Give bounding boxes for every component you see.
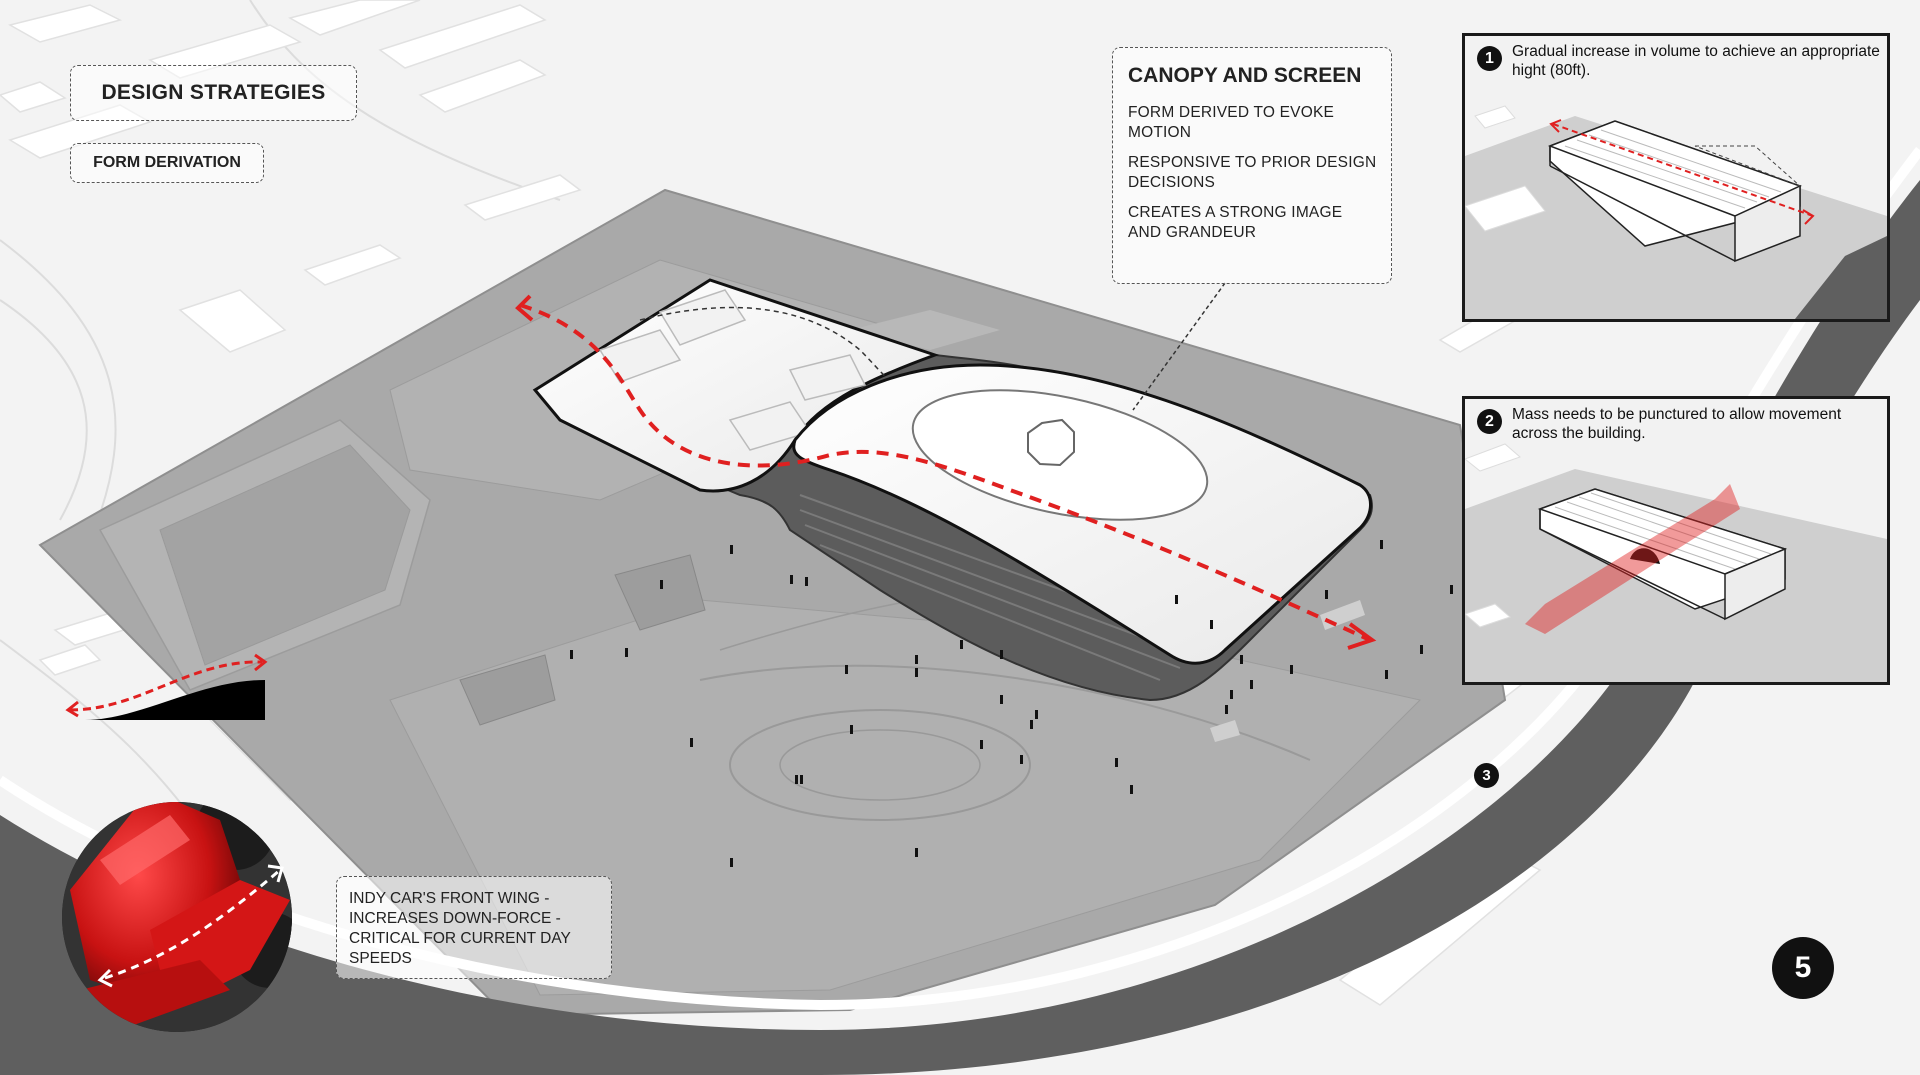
- canopy-point: RESPONSIVE TO PRIOR DESIGN DECISIONS: [1128, 154, 1377, 191]
- step-2-panel: 2 Mass needs to be punctured to allow mo…: [1462, 396, 1890, 685]
- step-3-marker: 3: [1474, 763, 1499, 788]
- main-building: [532, 278, 1373, 702]
- wing-profile-icon: [65, 653, 268, 720]
- indy-car-callout: INDY CAR'S FRONT WING - INCREASES DOWN-F…: [336, 876, 612, 979]
- indy-car-image: [62, 802, 292, 1032]
- volume-diagram: [1465, 36, 1887, 319]
- form-derivation-label: FORM DERIVATION: [70, 143, 264, 183]
- indy-note-text: INDY CAR'S FRONT WING - INCREASES DOWN-F…: [349, 890, 571, 967]
- step-1-panel: 1 Gradual increase in volume to achieve …: [1462, 33, 1890, 322]
- step-2-caption: 2 Mass needs to be punctured to allow mo…: [1477, 405, 1887, 443]
- section-subtitle: FORM DERIVATION: [93, 154, 241, 171]
- canopy-leader: [1132, 282, 1226, 411]
- step-2-number: 2: [1477, 409, 1502, 434]
- step-1-number: 1: [1477, 46, 1502, 71]
- canopy-point: CREATES A STRONG IMAGE AND GRANDEUR: [1128, 204, 1343, 241]
- canopy-callout: CANOPY AND SCREEN FORM DERIVED TO EVOKE …: [1112, 47, 1392, 284]
- canopy-point: FORM DERIVED TO EVOKE MOTION: [1128, 104, 1335, 141]
- step-1-text: Gradual increase in volume to achieve an…: [1512, 43, 1880, 79]
- page-number: 5: [1772, 937, 1834, 999]
- step-2-text: Mass needs to be punctured to allow move…: [1512, 406, 1842, 442]
- movement-arrow: [519, 303, 1371, 642]
- page-title: DESIGN STRATEGIES: [101, 81, 326, 104]
- canopy-heading: CANOPY AND SCREEN: [1128, 64, 1362, 87]
- design-strategies-title: DESIGN STRATEGIES: [70, 65, 357, 121]
- people: [570, 540, 1453, 867]
- puncture-diagram: [1465, 399, 1887, 682]
- step-1-caption: 1 Gradual increase in volume to achieve …: [1477, 42, 1887, 80]
- race-track: [0, 180, 1920, 1075]
